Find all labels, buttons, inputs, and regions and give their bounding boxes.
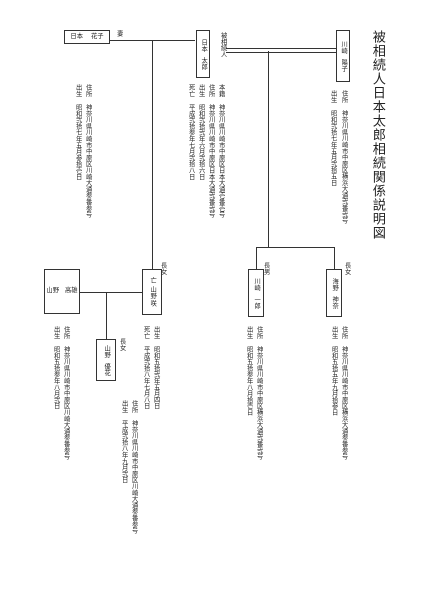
birth-label: 出生 [245, 326, 253, 339]
person-box-kawasaki-yoko: 川崎 陽子 [336, 30, 350, 82]
address-label: 住所 [130, 400, 138, 413]
wife-label: 妻 [115, 30, 123, 37]
birth-label: 出生 [52, 326, 60, 339]
document-title: 被相続人日本太郎相続関係説明図 [369, 30, 385, 240]
person-given-name: 咲 [149, 300, 157, 307]
descent-line-to-yuka [106, 292, 107, 340]
birth-value: 昭和五拾五年九月拾参日 [330, 346, 338, 416]
person-box-yamano-saki: 亡 山野 咲 [142, 269, 162, 315]
birth-label: 出生 [74, 84, 82, 97]
address-label: 住所 [340, 326, 348, 339]
birth-label: 出生 [330, 326, 338, 339]
address-label: 住所 [207, 84, 215, 97]
address-label: 住所 [255, 326, 263, 339]
birth-value: 昭和弐拾弐年六月弐拾六日 [197, 104, 205, 180]
person-given-name: 高雄 [65, 287, 78, 295]
person-surname: 日本 [70, 32, 83, 40]
person-box-umino-kanna: 海野 神奈 [326, 269, 342, 317]
birth-value: 昭和弐拾七年五月弐拾五日 [329, 110, 337, 186]
drop-line-kanna [334, 247, 335, 270]
descent-line-to-yoko-children [268, 51, 269, 248]
person-surname: 山野 [46, 287, 59, 295]
honseki-value: 神奈川県川崎市中原区日本大通壱番壱号 [217, 104, 225, 218]
address-value: 神奈川県川崎市中原区川崎大通参番参号 [130, 420, 138, 534]
person-given-name: 優花 [103, 362, 111, 376]
person-given-name: 陽子 [340, 58, 348, 72]
death-label: 死亡 [187, 84, 195, 97]
birth-value: 昭和五拾弐年五月四日 [152, 346, 160, 409]
address-value: 神奈川県川崎市中原区川崎大通参番参号 [84, 104, 92, 218]
birth-value: 平成弐拾八年九月弐日 [120, 420, 128, 483]
birth-label: 出生 [120, 400, 128, 413]
person-given-name: 一郎 [253, 295, 261, 309]
honseki-label: 本籍 [217, 84, 225, 97]
birth-value: 昭和弐拾七年五月参拾壱日 [74, 104, 82, 180]
address-value: 神奈川県川崎市中原区日本大通弐番弐号 [207, 104, 215, 218]
person-given-name: 花子 [91, 32, 104, 40]
deceased-label: 被相続人 [219, 32, 227, 58]
address-label: 住所 [340, 90, 348, 103]
eldest-daughter-label: 長女 [343, 262, 351, 275]
person-box-nihon-taro: 日本 太郎 [196, 30, 210, 78]
person-given-name: 神奈 [331, 295, 339, 309]
birth-label: 出生 [197, 84, 205, 97]
person-surname: 海野 [331, 277, 339, 291]
eldest-son-label: 長男 [262, 262, 270, 275]
address-label: 住所 [62, 326, 70, 339]
double-line-taro-yoko [226, 48, 336, 53]
person-box-yamano-takao: 山野 高雄 [44, 269, 80, 314]
person-surname: 川崎 [253, 277, 261, 291]
person-box-kawasaki-ichiro: 川崎 一郎 [248, 269, 264, 317]
person-box-nihon-hanako: 日本 花子 [64, 30, 110, 44]
eldest-daughter-label: 長女 [118, 338, 126, 351]
descent-line-to-saki [152, 40, 153, 270]
birth-label: 出生 [152, 326, 160, 339]
birth-value: 昭和五拾参年八月拾壱日 [245, 346, 253, 416]
person-surname: 日本 [200, 38, 208, 52]
address-value: 神奈川県川崎市中原区川崎大通参番参号 [62, 346, 70, 460]
person-box-yamano-yuka: 山野 優花 [96, 339, 116, 381]
deceased-prefix: 亡 [149, 277, 157, 284]
death-value: 平成弐拾八年七月八日 [142, 346, 150, 409]
death-label: 死亡 [142, 326, 150, 339]
drop-line-ichiro [256, 247, 257, 270]
marriage-line-takao-saki [80, 292, 142, 293]
death-value: 平成弐拾参年七月弐拾八日 [187, 104, 195, 180]
birth-value: 昭和五拾参年八月弐日 [52, 346, 60, 409]
eldest-daughter-label: 長女 [159, 262, 167, 275]
person-surname: 山野 [103, 344, 111, 358]
siblings-line-ichiro-kanna [256, 247, 335, 248]
address-label: 住所 [84, 84, 92, 97]
address-value: 神奈川県川崎市中原区横浜大通弐番弐号 [340, 110, 348, 224]
person-surname: 山野 [149, 285, 157, 299]
birth-label: 出生 [329, 90, 337, 103]
address-value: 神奈川県川崎市中原区横浜大通参番参号 [340, 346, 348, 460]
person-given-name: 太郎 [200, 56, 208, 70]
address-value: 神奈川県川崎市中原区横浜大通弐番弐号 [255, 346, 263, 460]
person-surname: 川崎 [340, 40, 348, 54]
